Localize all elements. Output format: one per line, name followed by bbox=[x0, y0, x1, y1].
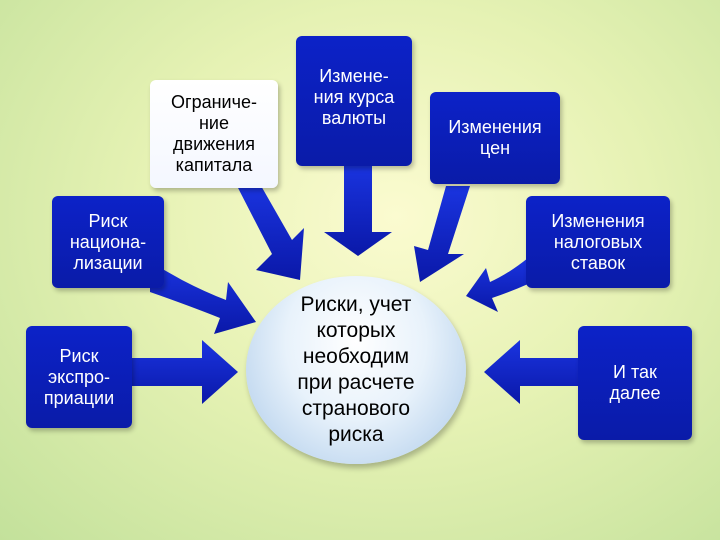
expropriation-box: Риск экспро- приации bbox=[26, 326, 132, 428]
central-topic-circle: Риски, учет которых необходим при расчет… bbox=[246, 276, 466, 464]
arrow-nationalization bbox=[150, 262, 256, 334]
arrow-capital bbox=[236, 184, 304, 280]
etc-box: И так далее bbox=[578, 326, 692, 440]
capital-restriction-label: Ограниче- ние движения капитала bbox=[171, 92, 257, 175]
price-changes-label: Изменения цен bbox=[448, 117, 542, 158]
arrow-expropriation bbox=[132, 340, 238, 404]
tax-changes-label: Изменения налоговых ставок bbox=[551, 210, 645, 273]
exchange-rate-label: Измене- ния курса валюты bbox=[313, 66, 395, 128]
expropriation-label: Риск экспро- приации bbox=[43, 345, 115, 408]
central-topic-label: Риски, учет которых необходим при расчет… bbox=[297, 293, 415, 446]
tax-changes-box: Изменения налоговых ставок bbox=[526, 196, 670, 288]
arrow-tax bbox=[466, 258, 528, 312]
exchange-rate-box: Измене- ния курса валюты bbox=[296, 36, 412, 166]
arrow-exchange-rate bbox=[324, 164, 392, 256]
arrow-prices bbox=[414, 186, 470, 282]
arrow-etc bbox=[484, 340, 578, 404]
etc-label: И так далее bbox=[609, 362, 661, 403]
nationalization-label: Риск национа- лизации bbox=[69, 210, 147, 273]
nationalization-box: Риск национа- лизации bbox=[52, 196, 164, 288]
price-changes-box: Изменения цен bbox=[430, 92, 560, 184]
capital-restriction-box: Ограниче- ние движения капитала bbox=[150, 80, 278, 188]
